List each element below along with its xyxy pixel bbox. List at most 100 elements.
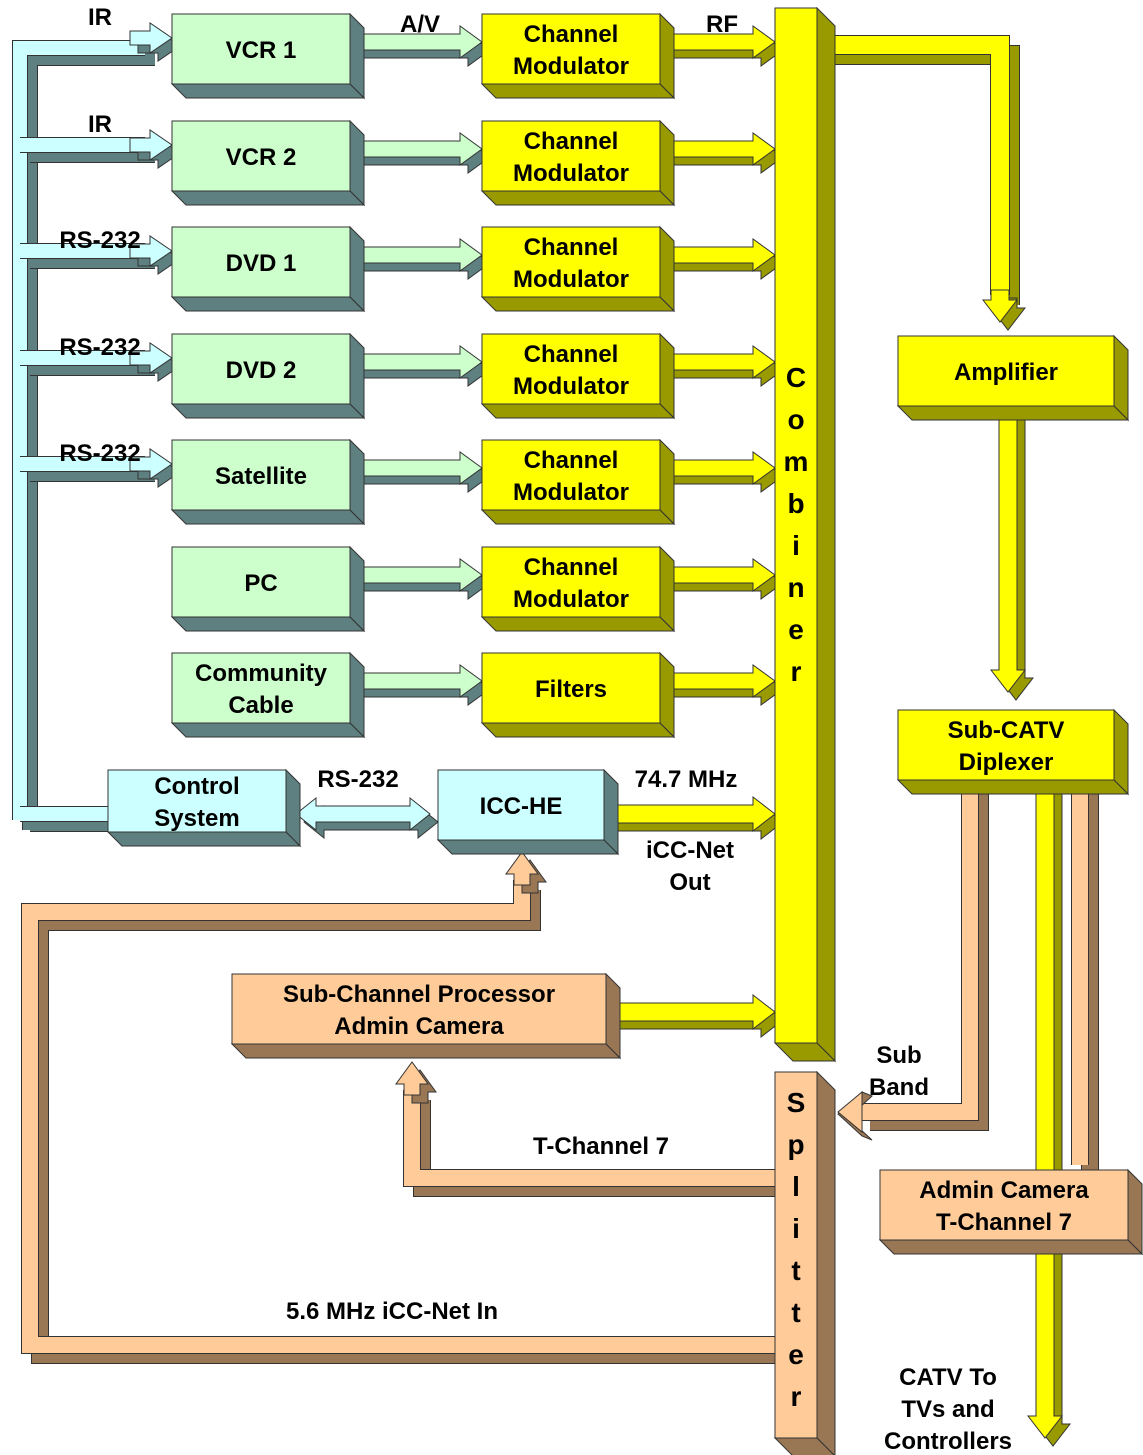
combiner-letter: b [787, 488, 804, 519]
splitter-letter: t [791, 1297, 800, 1328]
control-label-satellite: RS-232 [59, 440, 140, 467]
sub-channel-output-arrow [604, 993, 784, 1039]
sub-band-arrowhead [837, 1090, 873, 1141]
icc-out-freq-label: 74.7 MHz [635, 766, 738, 793]
processor-box-7-label: Filters [535, 676, 607, 703]
t-channel-label: T-Channel 7 [533, 1133, 669, 1160]
control-label-dvd-1: RS-232 [59, 227, 140, 254]
rf-arrow-2 [659, 132, 784, 174]
splitter-letter: t [791, 1255, 800, 1286]
splitter-letter: S [787, 1087, 806, 1118]
control-link-arrow [295, 796, 439, 840]
rf-arrow-7 [659, 664, 784, 706]
control-bus-branch-3 [20, 243, 155, 269]
control-label-vcr-2: IR [88, 111, 112, 138]
av-arrow-2 [349, 132, 491, 174]
combiner-letter: n [787, 572, 804, 603]
source-box-vcr-2: VCR 2 [170, 119, 366, 207]
sub-channel-input-arrow [395, 1061, 437, 1104]
source-box-dvd-2: DVD 2 [170, 332, 366, 420]
combiner-letter: m [784, 446, 809, 477]
rf-arrow-6 [659, 558, 784, 600]
rf-label: RF [706, 11, 738, 38]
control-link-label: RS-232 [317, 766, 398, 793]
source-box-pc-label: PC [244, 570, 277, 597]
av-arrow-1 [349, 25, 491, 67]
icc-he-input-arrow [505, 851, 547, 894]
rf-arrow-3 [659, 238, 784, 280]
control-label-vcr-1: IR [88, 4, 112, 31]
control-bus-branch-4 [20, 350, 155, 376]
sub-band-band [860, 780, 989, 1131]
rf-arrow-4 [659, 345, 784, 387]
av-arrow-6 [349, 558, 491, 600]
av-label: A/V [400, 11, 440, 38]
control-label-dvd-2: RS-232 [59, 334, 140, 361]
catv-output-arrow [1026, 774, 1072, 1447]
control-arrow-dvd-2 [129, 342, 181, 382]
connection-arrows [12, 22, 1099, 1447]
source-box-satellite: Satellite [170, 438, 366, 526]
av-arrow-5 [349, 451, 491, 493]
source-box-vcr-2-label: VCR 2 [226, 144, 297, 171]
control-bus-main [12, 40, 155, 830]
amplifier-box: Amplifier [896, 334, 1130, 422]
combiner-letter: r [791, 656, 802, 687]
source-box-vcr-1-label: VCR 1 [226, 37, 297, 64]
av-arrow-7 [349, 664, 491, 706]
t-channel-band [403, 1090, 790, 1197]
control-arrow-vcr-1 [129, 22, 181, 62]
admin-camera-band [1071, 780, 1099, 1175]
control-arrow-dvd-1 [129, 235, 181, 275]
control-bus-branch-2 [20, 137, 155, 163]
control-bus-branch-5 [20, 456, 155, 482]
amplifier-box-label: Amplifier [954, 359, 1058, 386]
icc-he-box: ICC-HE [436, 768, 620, 856]
control-arrow-satellite [129, 448, 181, 488]
icc-net-out-arrow [604, 795, 784, 841]
av-arrow-4 [349, 345, 491, 387]
splitter-letter: r [791, 1381, 802, 1412]
source-box-pc: PC [170, 545, 366, 633]
source-box-dvd-2-label: DVD 2 [226, 357, 297, 384]
av-arrow-3 [349, 238, 491, 280]
control-arrow-vcr-2 [129, 129, 181, 169]
combiner-letter: C [786, 362, 806, 393]
source-box-dvd-1-label: DVD 1 [226, 250, 297, 277]
splitter-letter: i [792, 1213, 800, 1244]
source-box-dvd-1: DVD 1 [170, 225, 366, 313]
diplexer-input-arrow [989, 404, 1035, 701]
splitter-letter: e [788, 1339, 804, 1370]
icc-net-in-band [21, 880, 790, 1364]
combiner-letter: e [788, 614, 804, 645]
processor-box-7: Filters [480, 651, 676, 739]
rf-arrow-1 [659, 25, 784, 67]
combiner-letter: i [792, 530, 800, 561]
